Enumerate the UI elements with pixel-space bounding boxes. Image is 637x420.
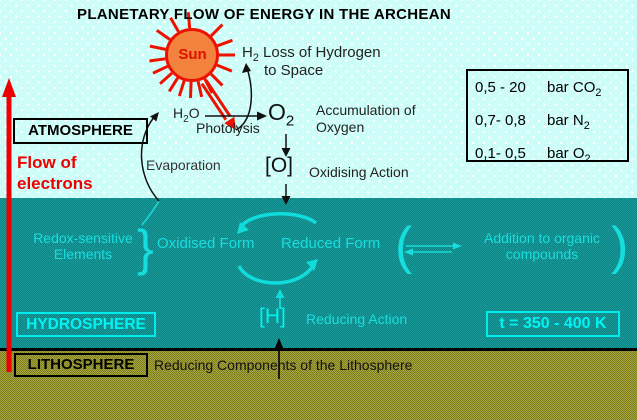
equilibrium-paren-close: )	[611, 217, 629, 275]
reduced-form-label: Reduced Form	[281, 235, 381, 252]
lithosphere-band	[0, 351, 637, 420]
oxidised-form-label: Oxidised Form	[157, 235, 255, 252]
photolysis-label: Photolysis	[196, 120, 260, 136]
redox-line2: Elements	[53, 246, 113, 262]
addition-line2: compounds	[505, 246, 579, 262]
o2-down-arrow	[281, 134, 291, 157]
accumulation-line1: Accumulation of	[316, 102, 416, 118]
atmosphere-label: ATMOSPHERE	[13, 118, 148, 144]
sun-icon	[165, 28, 219, 82]
redox-line1: Redox-sensitive	[33, 230, 133, 246]
lithosphere-supply-arrow	[274, 338, 284, 379]
redox-cycle-arrows	[237, 212, 318, 285]
flow-label-line1: Flow of	[17, 153, 77, 172]
hydrogen-escape-arrow	[235, 63, 253, 131]
lithosphere-label: LITHOSPHERE	[14, 353, 148, 377]
reduced-supply-arrow	[275, 289, 285, 309]
oxidising-down-arrow	[281, 184, 291, 205]
sun-label: Sun	[178, 46, 207, 63]
atmosphere-band	[0, 0, 637, 198]
equilibrium-arrows	[404, 242, 462, 256]
o2-label: O2	[268, 99, 295, 130]
sun-rays-icon	[149, 12, 235, 99]
hydrogen-loss-line1: H2 Loss of Hydrogen	[242, 44, 381, 64]
hydrosphere-band	[0, 198, 637, 348]
addition-line1: Addition to organic	[484, 230, 600, 246]
solar-radiation-arrow	[200, 79, 236, 130]
temperature-badge: t = 350 - 400 K	[486, 311, 620, 337]
reduced-hydrogen-symbol: [H]	[259, 305, 286, 328]
h2-formula: H2	[242, 44, 259, 64]
evaporation-label: Evaporation	[146, 157, 221, 173]
equilibrium-paren-open: (	[395, 217, 413, 275]
reducing-action-label: Reducing Action	[306, 311, 408, 327]
crust-divider-line	[0, 348, 637, 351]
page-title: PLANETARY FLOW OF ENERGY IN THE ARCHEAN	[77, 6, 451, 23]
hydrogen-loss-line2: to Space	[264, 62, 324, 79]
atomic-oxygen-symbol: [O]	[265, 154, 294, 177]
accumulation-line2: Oxygen	[316, 119, 365, 135]
evaporation-arrow	[140, 112, 160, 226]
hydrosphere-label: HYDROSPHERE	[16, 312, 156, 337]
flow-label-line2: electrons	[17, 174, 93, 193]
lithosphere-caption: Reducing Components of the Lithosphere	[154, 357, 413, 373]
photolysis-arrow	[205, 111, 267, 121]
redox-brace: }	[137, 220, 154, 276]
oxidising-action-label: Oxidising Action	[309, 164, 409, 180]
h2o-label: H2O	[173, 105, 200, 125]
flow-of-electrons-arrow	[2, 78, 16, 372]
